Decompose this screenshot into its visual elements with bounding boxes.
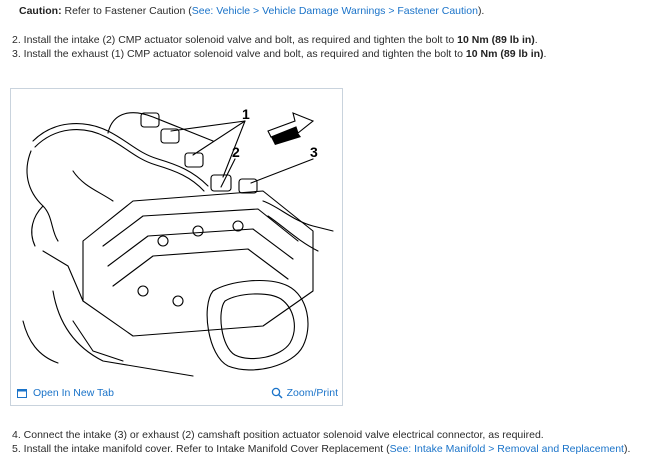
step-2-text: 2. Install the intake (2) CMP actuator s… — [12, 34, 458, 46]
step-3: 3. Install the exhaust (1) CMP actuator … — [12, 47, 546, 61]
open-in-new-tab-label: Open In New Tab — [33, 387, 114, 399]
step-3-end: . — [543, 48, 547, 60]
callout-3: 3 — [310, 144, 318, 160]
zoom-print-button[interactable]: Zoom/Print — [271, 387, 338, 399]
step-3-text: 3. Install the exhaust (1) CMP actuator … — [12, 48, 466, 60]
fastener-caution-link[interactable]: See: Vehicle > Vehicle Damage Warnings >… — [191, 5, 478, 17]
step-5-text: 5. Install the intake manifold cover. Re… — [12, 443, 390, 455]
step-2-end: . — [534, 34, 538, 46]
engine-figure: 1 2 3 Open In New Tab Zoom/Print — [10, 88, 343, 406]
direction-arrow-icon — [267, 112, 315, 145]
step-2: 2. Install the intake (2) CMP actuator s… — [12, 33, 538, 47]
caution-text: Refer to Fastener Caution ( — [61, 5, 192, 17]
step-4-text: 4. Connect the intake (3) or exhaust (2)… — [12, 429, 544, 441]
callout-2: 2 — [232, 144, 240, 160]
step-3-torque: 10 Nm (89 lb in) — [465, 48, 544, 60]
engine-illustration: 1 2 3 — [22, 106, 334, 377]
step-2-torque: 10 Nm (89 lb in) — [457, 34, 535, 46]
open-in-new-tab-button[interactable]: Open In New Tab — [17, 387, 114, 399]
caution-label: Caution: — [19, 5, 62, 17]
step-5-end: ). — [623, 443, 631, 455]
open-in-new-tab-icon — [17, 388, 27, 398]
step-5: 5. Install the intake manifold cover. Re… — [12, 442, 630, 456]
intake-manifold-link[interactable]: See: Intake Manifold > Removal and Repla… — [389, 443, 624, 455]
caution-end: ). — [477, 5, 485, 17]
caution-note: Caution: Refer to Fastener Caution (See:… — [19, 4, 484, 18]
zoom-print-label: Zoom/Print — [286, 387, 338, 399]
callout-1: 1 — [242, 106, 250, 122]
magnifier-icon — [271, 387, 283, 399]
figure-toolbar: Open In New Tab Zoom/Print — [11, 383, 342, 405]
step-4: 4. Connect the intake (3) or exhaust (2)… — [12, 428, 544, 442]
